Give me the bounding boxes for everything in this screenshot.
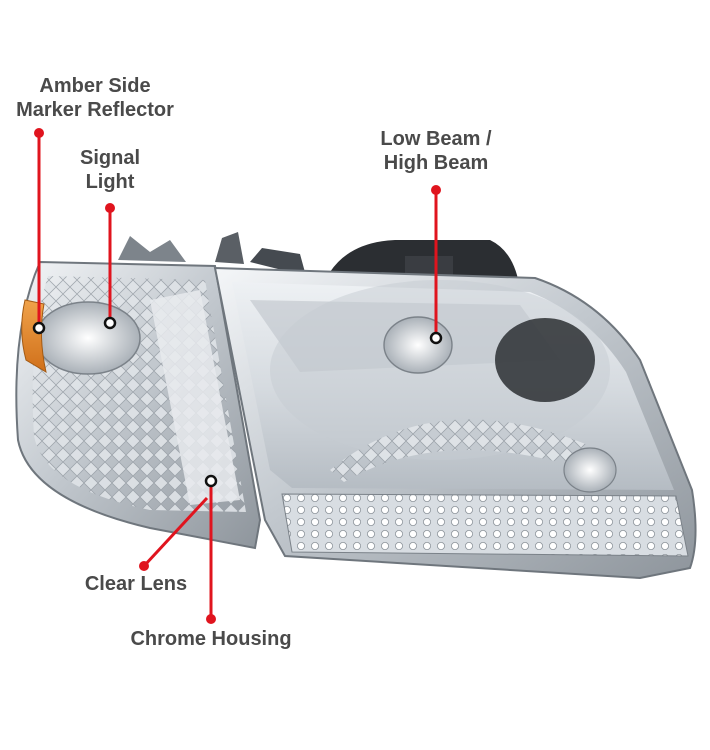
- corner-signal-unit: [15, 260, 262, 550]
- housing-callout-dot-bottom: [206, 614, 216, 624]
- beam-label-line1: Low Beam /: [380, 128, 492, 150]
- lens-callout-dot-bottom: [139, 561, 149, 571]
- amber-callout-dot-top: [34, 128, 44, 138]
- signal-callout-dot-end: [103, 316, 117, 330]
- signal-label-line2: Light: [85, 171, 135, 193]
- housing-callout-dot-end: [204, 474, 218, 488]
- amber-side-marker-label: Amber Side Marker Reflector: [6, 74, 184, 122]
- lens-callout-line: [142, 496, 209, 568]
- clear-lens-text: Clear Lens: [84, 573, 188, 595]
- beam-label-line2: High Beam: [383, 152, 489, 174]
- beam-callout-dot-top: [431, 185, 441, 195]
- signal-label-line1: Signal: [79, 147, 140, 169]
- chrome-housing-label: Chrome Housing: [120, 627, 302, 651]
- amber-label-line1: Amber Side: [39, 75, 151, 97]
- beam-callout-dot-end: [429, 331, 443, 345]
- amber-label-line2: Marker Reflector: [16, 99, 174, 121]
- callout-lines: [32, 128, 443, 624]
- main-headlamp-unit: [213, 266, 697, 580]
- clear-lens-label: Clear Lens: [74, 572, 198, 596]
- signal-light-label: Signal Light: [66, 146, 154, 194]
- chrome-housing-text: Chrome Housing: [130, 628, 292, 650]
- signal-callout-dot-top: [105, 203, 115, 213]
- low-high-beam-label: Low Beam / High Beam: [360, 127, 512, 175]
- amber-callout-dot-end: [32, 321, 46, 335]
